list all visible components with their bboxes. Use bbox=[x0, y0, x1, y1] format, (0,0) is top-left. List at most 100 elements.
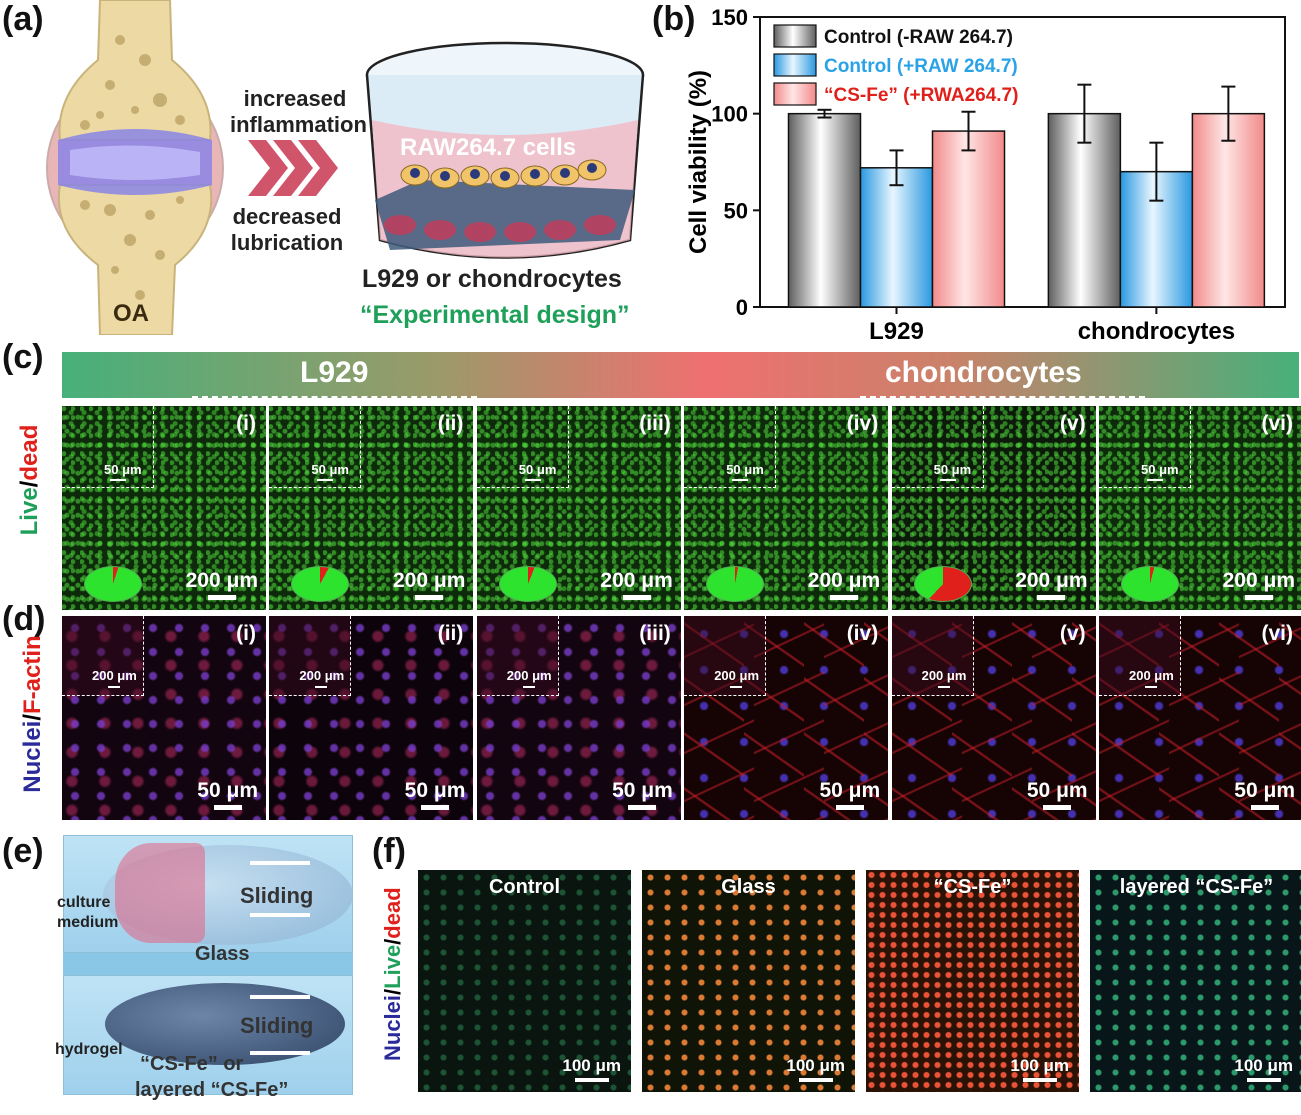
inset-box bbox=[62, 406, 154, 488]
group-banner bbox=[62, 352, 1299, 398]
dead-word-f: dead bbox=[380, 887, 405, 939]
raw-cells-label: RAW264.7 cells bbox=[400, 134, 577, 161]
inset-scale-bar bbox=[730, 686, 743, 688]
scale-bar: 200 μm bbox=[186, 569, 258, 600]
legend-label: Control (+RAW 264.7) bbox=[824, 56, 1018, 77]
scale-bar-line bbox=[628, 805, 657, 810]
scale-bar: 50 μm bbox=[1027, 779, 1088, 810]
tile-number: (i) bbox=[236, 622, 256, 645]
scale-bar-label: 50 μm bbox=[404, 779, 466, 802]
live-dead-tile: 50 μm(v)200 μm bbox=[891, 406, 1096, 610]
x-tick-label: chondrocytes bbox=[1078, 318, 1235, 345]
group-label-l929: L929 bbox=[300, 356, 369, 389]
arrow-top-text: increased inflammation bbox=[230, 86, 367, 138]
scale-bar-line bbox=[829, 595, 858, 600]
medium-shape bbox=[115, 843, 205, 943]
row-label-f: Nuclei/Live/dead bbox=[380, 887, 406, 1061]
layered-label: layered “CS-Fe” bbox=[135, 1079, 289, 1101]
caption-cells: L929 or chondrocytes bbox=[362, 265, 622, 293]
legend-swatch bbox=[773, 24, 817, 48]
arrow-bottom-line-1: decreased bbox=[232, 204, 342, 229]
scale-bar: 50 μm bbox=[404, 779, 466, 810]
glass-label: Glass bbox=[195, 943, 250, 965]
tile-title: layered “CS-Fe” bbox=[1119, 876, 1274, 898]
arrow-bottom-line-2: lubrication bbox=[230, 230, 344, 255]
inset-scale-bar bbox=[939, 479, 956, 481]
scale-bar-line bbox=[207, 595, 236, 600]
inset-scale-label: 200 μm bbox=[299, 668, 345, 683]
scale-bar: 50 μm bbox=[197, 779, 258, 810]
inset-box bbox=[1099, 616, 1181, 696]
inset-scale-label: 200 μm bbox=[506, 668, 552, 683]
scale-bar-line bbox=[798, 1078, 833, 1082]
inset-scale-label: 50 μm bbox=[518, 462, 557, 477]
scale-bar: 50 μm bbox=[819, 779, 880, 810]
nuclei-word: Nuclei bbox=[19, 720, 46, 793]
viability-pie bbox=[1121, 566, 1179, 602]
actin-tile: 200 μm(vi)50 μm bbox=[1099, 616, 1301, 820]
arrow-top-line-1: increased bbox=[243, 86, 347, 111]
live-dead-tile: 50 μm(i)200 μm bbox=[62, 406, 266, 610]
y-tick-label: 50 bbox=[724, 198, 748, 223]
scale-bar-line bbox=[213, 805, 242, 810]
hydrogel-label: hydrogel bbox=[55, 1041, 123, 1058]
arrow-bottom-2 bbox=[250, 1051, 310, 1055]
sep: / bbox=[380, 938, 405, 945]
bar bbox=[1047, 112, 1122, 308]
sep: / bbox=[380, 988, 405, 995]
live-dead-tile: 50 μm(iv)200 μm bbox=[684, 406, 889, 610]
inset-box bbox=[891, 406, 984, 488]
inset-box bbox=[476, 406, 569, 488]
sliding-label-top: Sliding bbox=[240, 883, 314, 908]
scale-bar: 200 μm bbox=[393, 569, 465, 600]
live-word-f: Live bbox=[380, 944, 405, 989]
inset-box bbox=[476, 616, 559, 696]
x-tick-label: L929 bbox=[869, 318, 924, 345]
actin-tile: 200 μm(ii)50 μm bbox=[269, 616, 474, 820]
scale-bar-line bbox=[1043, 805, 1072, 810]
y-tick-label: 100 bbox=[711, 102, 748, 127]
legend-label: Control (-RAW 264.7) bbox=[824, 27, 1013, 48]
viability-pie bbox=[291, 566, 350, 602]
scale-bar-label: 200 μm bbox=[1015, 569, 1088, 592]
tile-number: (iv) bbox=[846, 622, 879, 645]
fluorescence-tile: layered “CS-Fe” 100 μm bbox=[1090, 870, 1301, 1092]
scale-bar-line bbox=[1037, 595, 1066, 600]
scale-bar-label: 100 μm bbox=[1010, 1056, 1069, 1075]
panel-label-e: (e) bbox=[2, 832, 44, 870]
live-dead-tile: 50 μm(ii)200 μm bbox=[269, 406, 474, 610]
tile-number: (ii) bbox=[437, 412, 464, 435]
nuclei-word-f: Nuclei bbox=[380, 994, 405, 1061]
inset-scale-bar bbox=[315, 686, 328, 688]
panel-label-c: (c) bbox=[2, 338, 44, 376]
scale-bar-line bbox=[421, 805, 450, 810]
arrow-bottom-1 bbox=[250, 995, 310, 999]
arrow-top-line-2: inflammation bbox=[230, 112, 367, 137]
y-axis-label: Cell viability (%) bbox=[685, 70, 712, 254]
arrow-bottom-text: decreased lubrication bbox=[222, 204, 352, 256]
medium-line-1: culture bbox=[57, 894, 111, 911]
actin-tile: 200 μm(iii)50 μm bbox=[476, 616, 681, 820]
sliding-schematic: Glass culture medium Sliding Sliding hyd… bbox=[55, 835, 355, 1105]
scale-bar: 50 μm bbox=[612, 779, 673, 810]
tile-number: (vi) bbox=[1261, 412, 1294, 435]
scale-bar: 200 μm bbox=[600, 569, 673, 600]
scale-bar-line bbox=[622, 595, 651, 600]
actin-tile: 200 μm(v)50 μm bbox=[891, 616, 1096, 820]
live-dead-tile: 50 μm(vi)200 μm bbox=[1099, 406, 1301, 610]
scale-bar: 100 μm bbox=[786, 1056, 845, 1082]
medium-label: culture medium bbox=[57, 893, 118, 933]
oa-label: OA bbox=[113, 300, 149, 327]
chevron-arrows-icon bbox=[248, 140, 338, 196]
inset-scale-bar bbox=[522, 686, 535, 688]
scale-bar-label: 50 μm bbox=[197, 779, 258, 802]
scale-bar: 100 μm bbox=[1010, 1056, 1069, 1082]
scale-bar-label: 100 μm bbox=[562, 1056, 621, 1075]
scale-bar: 100 μm bbox=[1234, 1056, 1293, 1082]
inset-scale-bar bbox=[108, 686, 120, 688]
scale-bar-label: 100 μm bbox=[1234, 1056, 1293, 1075]
inset-scale-bar bbox=[110, 479, 126, 481]
group-label-chondrocytes: chondrocytes bbox=[885, 356, 1082, 389]
tile-number: (vi) bbox=[1261, 622, 1294, 645]
